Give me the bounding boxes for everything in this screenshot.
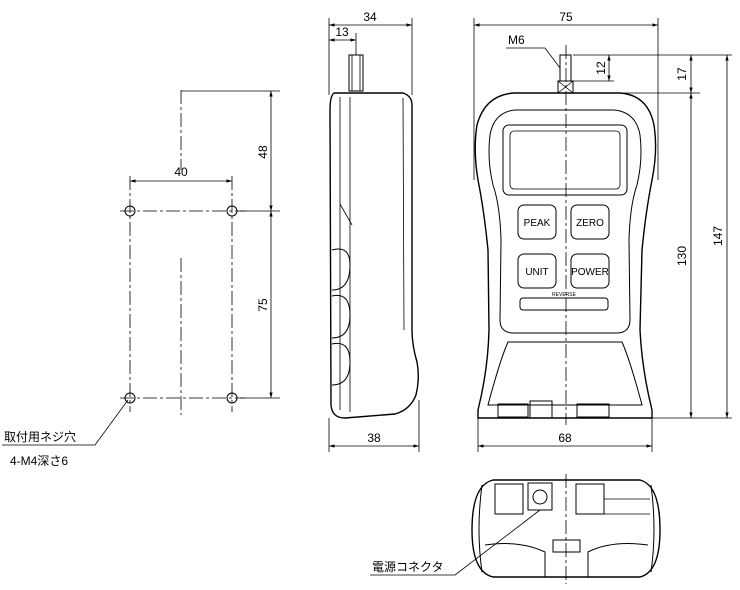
bottom-notch: [552, 539, 581, 553]
bottom-edge: [478, 484, 483, 573]
nut-mark: [557, 80, 574, 94]
thread-label: M6: [508, 33, 525, 47]
reverse-label: REVERSE: [552, 292, 577, 298]
dim-48-text: 48: [256, 145, 270, 159]
mount-hole-pattern: 40 48 75 取付用ネジ穴 4-M4深さ6: [2, 90, 280, 468]
mount-hole: [226, 205, 238, 217]
bottom-contour: [587, 543, 649, 577]
side-bevel: [339, 203, 353, 226]
zero-button[interactable]: [570, 204, 610, 240]
power-connector-body: [527, 482, 553, 511]
reverse-slider[interactable]: [519, 297, 609, 311]
dim-34-text: 34: [363, 10, 377, 24]
side-body: [329, 92, 419, 419]
front-body: [474, 92, 657, 419]
zero-button-label: ZERO: [576, 218, 604, 229]
bottom-slot: [497, 403, 529, 418]
mount-hole: [226, 392, 238, 404]
bottom-connector: [529, 400, 553, 419]
side-shaft: [348, 54, 364, 92]
bottom-view: 電源コネクタ: [370, 474, 661, 584]
front-shaft: [559, 54, 572, 82]
dim-12-text: 12: [594, 61, 608, 75]
peak-button[interactable]: [517, 204, 557, 240]
bottom-pad: [575, 483, 605, 515]
display-screen: [509, 130, 621, 190]
dim-13-text: 13: [335, 25, 349, 39]
bottom-pad: [494, 483, 524, 515]
side-view: 34 13 38: [328, 10, 420, 452]
mount-hole: [124, 205, 136, 217]
bottom-contour: [484, 543, 546, 577]
dim-38-text: 38: [367, 431, 381, 445]
mount-hole: [124, 392, 136, 404]
thread-leader: [506, 47, 561, 69]
side-button-bump: [331, 342, 351, 386]
bottom-body: [471, 479, 661, 578]
side-button-bump: [331, 294, 351, 339]
dim-75-mount-text: 75: [256, 298, 270, 312]
connector-label: 電源コネクタ: [372, 560, 444, 574]
power-connector-jack: [532, 489, 548, 505]
power-button[interactable]: [570, 253, 610, 289]
connector-leader: [370, 509, 541, 576]
dim-75-front-text: 75: [559, 10, 573, 24]
side-edge-line: [402, 97, 405, 331]
unit-button[interactable]: [517, 253, 557, 289]
dim-40-text: 40: [174, 165, 188, 179]
dim-147-text: 147: [711, 226, 725, 246]
mount-spec-label: 4-M4深さ6: [10, 454, 68, 468]
mount-holes-label: 取付用ネジ穴: [4, 429, 76, 444]
unit-button-label: UNIT: [525, 267, 548, 278]
mount-leader: [2, 399, 129, 446]
front-lower-panel: [487, 341, 643, 406]
bottom-edge: [650, 484, 655, 573]
front-panel: [488, 109, 642, 334]
dim-17-text: 17: [675, 67, 689, 81]
peak-button-label: PEAK: [524, 218, 551, 229]
power-button-label: POWER: [571, 267, 609, 278]
front-view: M6 PEAK ZERO UNIT POWER REVERSE 75: [473, 10, 732, 452]
display-window: [502, 124, 628, 196]
bottom-slot: [576, 403, 610, 418]
side-button-bump: [331, 248, 351, 291]
dim-130-text: 130: [675, 246, 689, 266]
dim-68-text: 68: [558, 431, 572, 445]
